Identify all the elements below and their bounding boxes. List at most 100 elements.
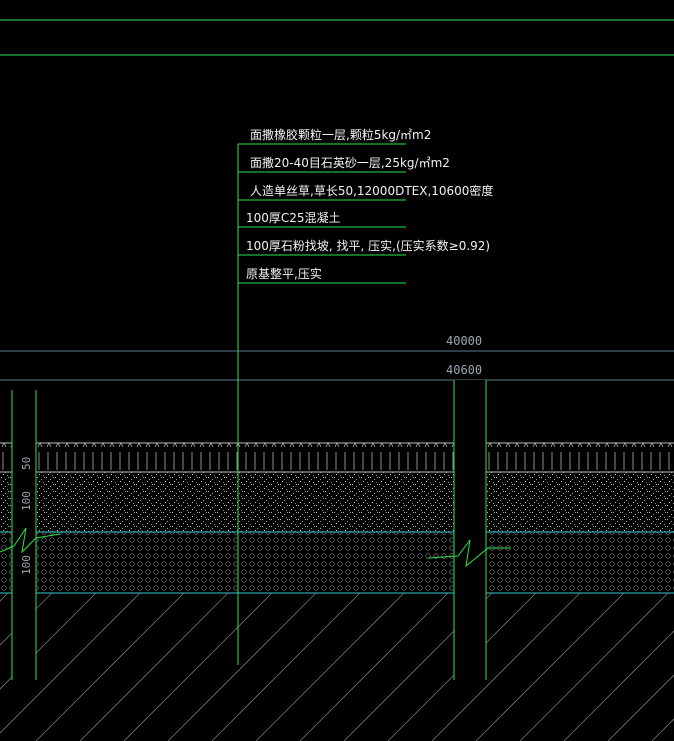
turf-blade	[406, 442, 412, 470]
turf-blade	[136, 442, 142, 470]
turf-blade	[82, 442, 88, 470]
turf-blade	[577, 442, 583, 470]
turf-blade	[244, 442, 250, 470]
turf-blade	[262, 442, 268, 470]
turf-blade	[208, 442, 214, 470]
turf-blade	[586, 442, 592, 470]
elevation-label-upper: 40000	[446, 334, 482, 348]
callout-line-stone-powder: 100厚石粉找坡, 找平, 压实,(压实系数≥0.92)	[246, 238, 490, 253]
callout-line-c25-concrete: 100厚C25混凝土	[246, 210, 341, 225]
turf-blade	[595, 442, 601, 470]
turf-blade	[118, 442, 124, 470]
turf-blade	[1, 442, 7, 470]
subgrade-hatch-line	[519, 592, 669, 741]
subgrade-hatch-line	[475, 592, 625, 741]
turf-blade	[505, 442, 511, 470]
dim-turf-label: 50	[20, 457, 33, 470]
turf-blade	[487, 442, 493, 470]
subgrade-hatch-line	[255, 592, 405, 741]
turf-blade	[523, 442, 529, 470]
turf-blade	[622, 442, 628, 470]
turf-blade	[325, 442, 331, 470]
left-break-zigzag	[0, 527, 61, 554]
turf-blade	[271, 442, 277, 470]
turf-blade	[109, 442, 115, 470]
turf-blade	[379, 442, 385, 470]
turf-blade	[280, 442, 286, 470]
callout-line-artificial-turf: 人造单丝草,草长50,12000DTEX,10600密度	[250, 183, 493, 198]
subgrade-hatch-line	[651, 718, 674, 741]
dim-concrete-label: 100	[20, 491, 33, 511]
turf-blade	[352, 442, 358, 470]
turf-blade	[433, 442, 439, 470]
subgrade-hatch-line	[211, 592, 361, 741]
turf-blade	[46, 442, 52, 470]
turf-layer	[0, 442, 674, 473]
turf-blade	[667, 442, 673, 470]
subgrade-hatch-line	[563, 630, 674, 741]
subgrade-hatch-line	[35, 592, 185, 741]
turf-blade	[37, 442, 43, 470]
right-break-zigzag	[427, 539, 510, 568]
turf-blade	[226, 442, 232, 470]
turf-blade	[613, 442, 619, 470]
callout-line-quartz-sand: 面撒20-40目石英砂一层,25kg/㎡m2	[250, 155, 450, 170]
subgrade-hatch	[0, 592, 674, 741]
turf-blade	[496, 442, 502, 470]
callout-line-rubber-granules: 面撒橡胶颗粒一层,颗粒5kg/㎡m2	[250, 127, 431, 142]
turf-blade	[631, 442, 637, 470]
subgrade-hatch-line	[123, 592, 273, 741]
turf-blade	[298, 442, 304, 470]
turf-blade	[145, 442, 151, 470]
turf-blade	[424, 442, 430, 470]
turf-blade	[307, 442, 313, 470]
turf-blade	[91, 442, 97, 470]
turf-blade	[550, 442, 556, 470]
turf-blade	[514, 442, 520, 470]
subgrade-hatch-line	[0, 592, 9, 602]
subgrade-hatch-line	[299, 592, 449, 741]
concrete-layer	[0, 472, 674, 532]
turf-blade	[55, 442, 61, 470]
turf-blade	[388, 442, 394, 470]
subgrade-hatch-line	[167, 592, 317, 741]
subgrade-hatch-line	[431, 592, 581, 741]
turf-blade	[640, 442, 646, 470]
turf-blade	[73, 442, 79, 470]
turf-blade	[154, 442, 160, 470]
subgrade-hatch-line	[79, 592, 229, 741]
turf-blade	[541, 442, 547, 470]
stone-powder-layer	[0, 532, 674, 593]
turf-blade	[316, 442, 322, 470]
turf-blade	[163, 442, 169, 470]
turf-blade	[289, 442, 295, 470]
turf-blade	[370, 442, 376, 470]
turf-blade	[181, 442, 187, 470]
turf-blade	[100, 442, 106, 470]
turf-blade	[568, 442, 574, 470]
turf-blade	[649, 442, 655, 470]
turf-blade	[415, 442, 421, 470]
dim-stone-label: 100	[20, 555, 33, 575]
turf-blade	[559, 442, 565, 470]
turf-blade	[172, 442, 178, 470]
right-break-column-mask	[454, 380, 486, 680]
turf-blade	[343, 442, 349, 470]
left-break-column-mask	[12, 390, 36, 680]
turf-blade	[217, 442, 223, 470]
subgrade-hatch-line	[0, 592, 141, 734]
turf-blade	[127, 442, 133, 470]
elevation-label-lower: 40600	[446, 363, 482, 377]
turf-blade	[334, 442, 340, 470]
turf-blade	[658, 442, 664, 470]
turf-blade	[253, 442, 259, 470]
turf-blade	[199, 442, 205, 470]
turf-blade	[361, 442, 367, 470]
turf-blade	[190, 442, 196, 470]
turf-blade	[442, 442, 448, 470]
turf-blade	[397, 442, 403, 470]
subgrade-hatch-line	[607, 674, 674, 741]
turf-blade	[532, 442, 538, 470]
callout-line-subgrade: 原基整平,压实	[246, 266, 322, 281]
